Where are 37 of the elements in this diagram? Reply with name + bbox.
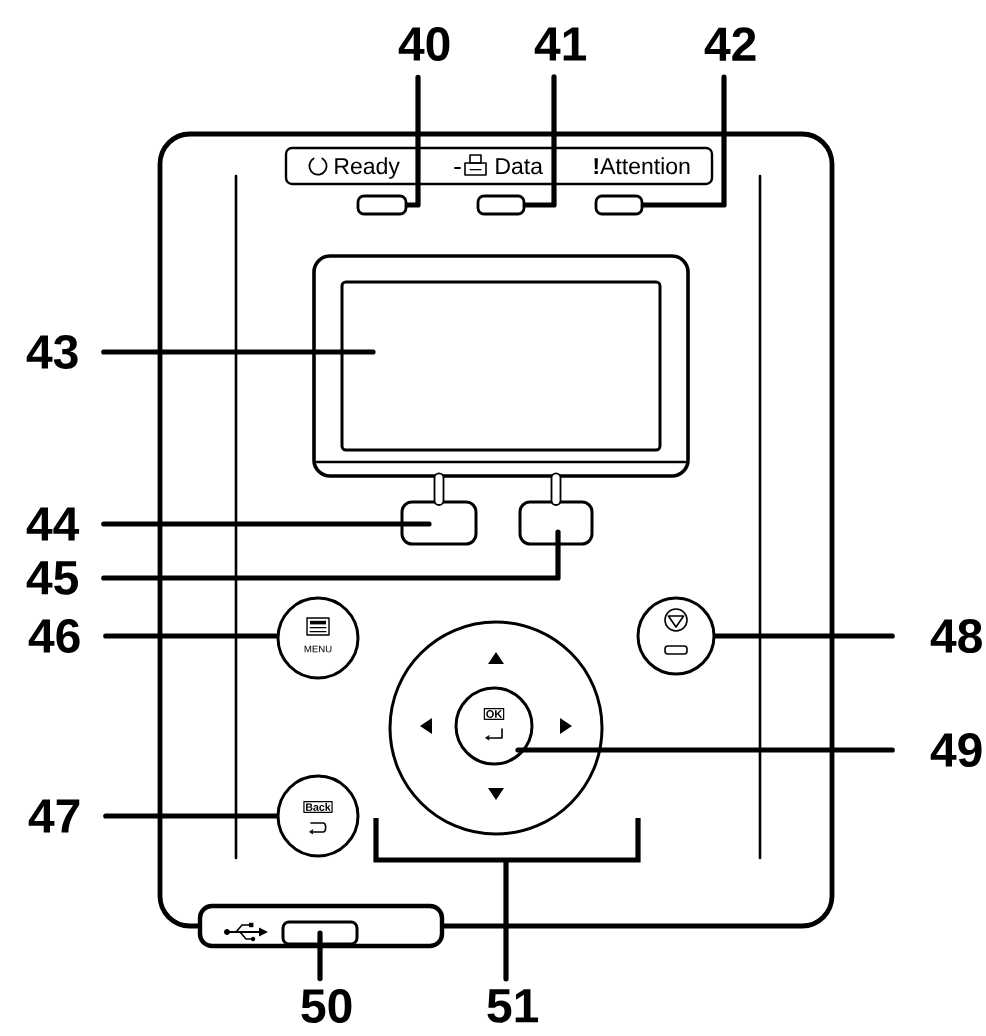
leader-line [103, 633, 280, 639]
indicator-lamp [594, 194, 644, 216]
leader-line [101, 349, 376, 355]
stop-button [636, 596, 716, 676]
display [312, 254, 690, 478]
callout-number: 51 [487, 989, 538, 1023]
indicator-label: Data [496, 158, 543, 175]
callout-number: 46 [28, 619, 80, 653]
usb-slot [281, 920, 359, 946]
callout-number: 44 [26, 507, 80, 541]
soft-key [400, 500, 478, 546]
callout-number: 43 [26, 335, 78, 369]
callout-number: 40 [398, 27, 450, 61]
leader-line [503, 858, 509, 982]
leader-line [640, 74, 727, 208]
leader-line [103, 813, 280, 819]
callout-number: 49 [930, 733, 982, 767]
callout-number: 50 [301, 989, 352, 1023]
callout-number: 45 [26, 561, 78, 595]
indicator-label: !Attention [594, 157, 690, 175]
leader-line [404, 74, 421, 208]
soft-key [518, 500, 594, 546]
indicator-label: Ready [335, 157, 400, 179]
callout-number: 42 [704, 27, 756, 61]
connector-line [433, 472, 445, 506]
leader-line [101, 529, 561, 581]
indicator-lamp [476, 194, 526, 216]
callout-number: 41 [534, 27, 586, 61]
leader-line [712, 633, 895, 639]
leader-line [317, 930, 323, 982]
leader-line [101, 521, 432, 527]
leader-line [515, 747, 895, 753]
callout-number: 47 [28, 799, 80, 833]
indicator-lamp [356, 194, 408, 216]
leader-line [522, 74, 557, 208]
connector-line [550, 472, 562, 506]
callout-number: 48 [930, 619, 982, 653]
